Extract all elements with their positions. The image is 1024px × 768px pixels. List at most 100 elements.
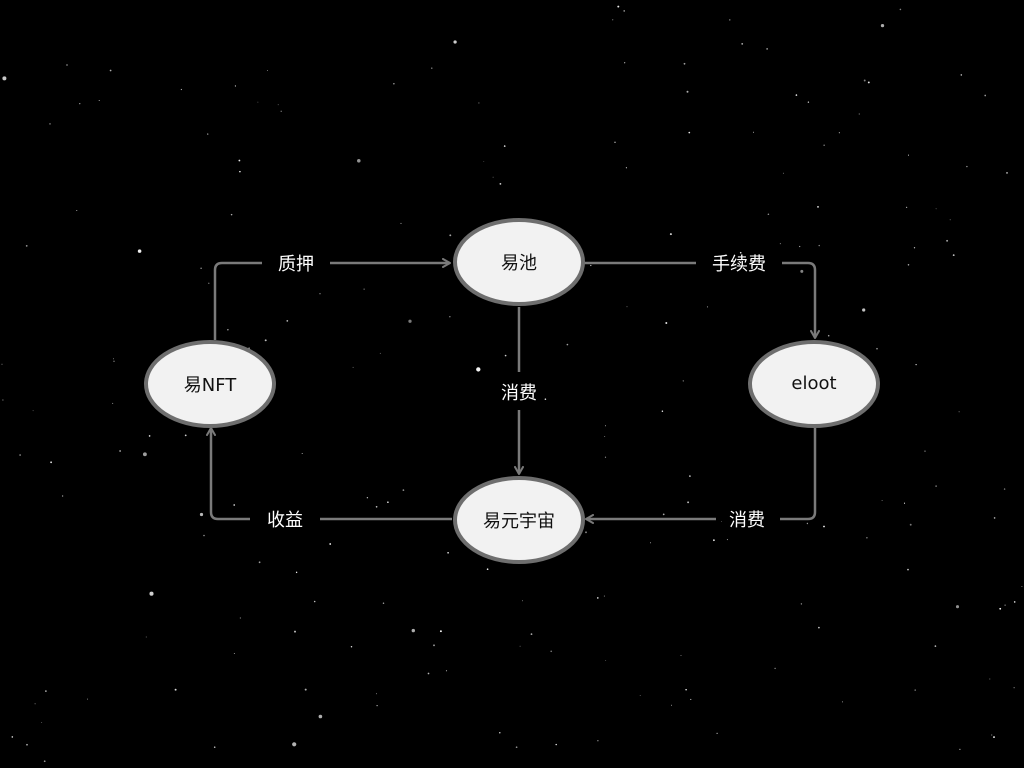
star <box>585 531 587 534</box>
star <box>946 239 949 242</box>
star <box>233 504 236 506</box>
star <box>87 698 88 700</box>
star <box>449 234 452 237</box>
star <box>400 222 402 224</box>
star <box>411 628 415 633</box>
star <box>499 182 502 185</box>
star <box>999 607 1002 610</box>
star <box>402 489 405 491</box>
star <box>376 704 378 707</box>
star <box>949 219 951 221</box>
star <box>304 688 307 691</box>
star <box>774 667 776 670</box>
star <box>934 645 937 647</box>
star <box>98 100 100 101</box>
star <box>841 701 843 703</box>
star <box>907 154 910 156</box>
star <box>319 293 321 295</box>
star <box>449 316 451 318</box>
star <box>264 339 267 342</box>
star <box>280 110 282 112</box>
star <box>184 434 187 437</box>
star <box>907 264 910 266</box>
star <box>800 603 803 605</box>
star <box>729 19 731 21</box>
node-yi-nft[interactable]: 易NFT <box>144 340 276 428</box>
star <box>257 101 259 103</box>
star <box>486 568 489 571</box>
star <box>11 736 14 738</box>
star <box>913 247 916 249</box>
node-eloot[interactable]: eloot <box>748 340 880 428</box>
star <box>686 90 689 93</box>
star <box>148 435 151 437</box>
node-label-yi-nft: 易NFT <box>184 375 238 396</box>
star <box>379 352 381 354</box>
star <box>863 79 866 82</box>
star <box>955 605 960 609</box>
star <box>519 645 521 647</box>
star <box>806 522 809 525</box>
star <box>137 249 142 253</box>
star <box>867 81 870 84</box>
star <box>713 539 715 542</box>
star <box>238 159 241 162</box>
node-yi-metaverse[interactable]: 易元宇宙 <box>453 476 585 564</box>
node-yi-pool[interactable]: 易池 <box>453 218 585 306</box>
star <box>800 269 804 273</box>
star <box>41 722 43 723</box>
star <box>669 233 672 236</box>
star <box>301 453 303 454</box>
edges <box>206 258 820 524</box>
star <box>753 131 754 133</box>
star <box>2 76 7 81</box>
star <box>952 254 955 257</box>
star <box>1013 601 1016 603</box>
star <box>352 366 354 368</box>
star <box>313 600 316 603</box>
star <box>504 354 507 357</box>
node-label-yi-pool: 易池 <box>501 253 537 274</box>
star <box>662 513 665 516</box>
star <box>604 436 606 438</box>
star <box>43 760 46 763</box>
star <box>544 398 547 400</box>
star <box>294 630 296 633</box>
star <box>721 521 723 523</box>
star <box>439 630 442 633</box>
star <box>26 743 28 746</box>
star <box>590 264 592 267</box>
star <box>499 732 501 734</box>
star <box>25 244 28 247</box>
edge-label-revenue: 收益 <box>267 510 303 531</box>
star <box>858 113 860 115</box>
star <box>393 83 395 85</box>
star <box>366 497 369 499</box>
star <box>142 452 147 457</box>
star <box>113 358 114 360</box>
star <box>19 454 21 456</box>
star <box>515 746 518 749</box>
star <box>555 743 557 746</box>
star <box>387 501 389 504</box>
star <box>375 505 378 508</box>
node-label-eloot: eloot <box>791 373 836 394</box>
star <box>687 501 690 504</box>
star <box>604 456 607 458</box>
star <box>522 600 523 602</box>
star <box>899 8 902 11</box>
star <box>603 595 605 597</box>
star <box>671 704 672 706</box>
star <box>295 571 298 574</box>
star <box>76 210 78 212</box>
star <box>665 322 668 324</box>
star <box>823 525 825 528</box>
star <box>1006 172 1008 174</box>
star <box>881 500 883 501</box>
star <box>818 244 820 247</box>
star <box>991 734 993 736</box>
star <box>227 329 229 331</box>
star <box>32 410 34 412</box>
star <box>239 617 242 619</box>
star <box>617 5 620 8</box>
